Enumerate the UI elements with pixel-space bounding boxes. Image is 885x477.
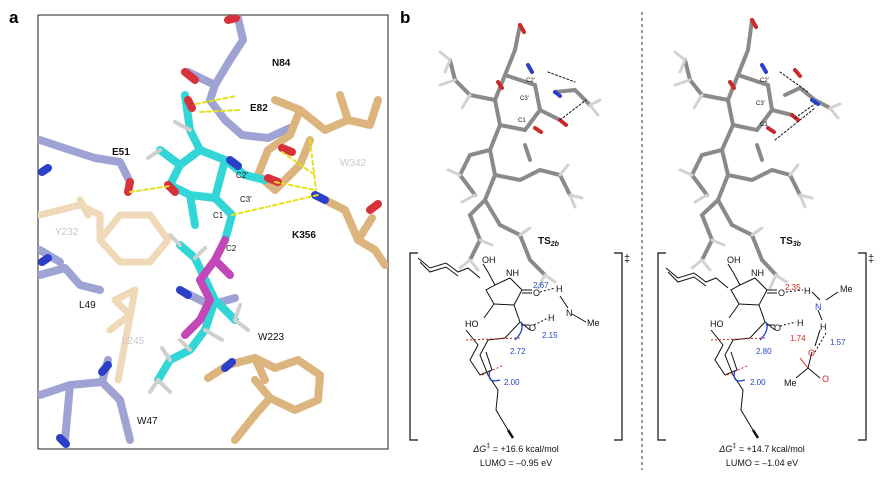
ts3b-dist-bot: 2.00 <box>750 378 766 387</box>
label-k356: K356 <box>292 230 316 241</box>
label-e82: E82 <box>250 103 268 114</box>
ts3b-o1: O <box>778 288 785 298</box>
ts3b-h2: H <box>797 318 804 328</box>
ts2b-o1: O <box>533 288 540 298</box>
ts2b-n: N <box>566 308 573 318</box>
ts3b-3d-c3p: C3' <box>756 101 765 107</box>
ts3b-h3: H <box>820 322 827 332</box>
ts2b-lumo: LUMO = –0.95 eV <box>480 458 552 468</box>
label-y232: Y232 <box>55 227 79 238</box>
ts2b-label: TS2b <box>538 236 560 248</box>
label-l245: L245 <box>122 336 145 347</box>
ts2b-h1: H <box>556 284 563 294</box>
ts2b-3d-c2p: C2' <box>526 78 535 84</box>
panel-b-letter: b <box>400 8 411 27</box>
ts2b-dist-bot: 2.00 <box>504 378 520 387</box>
ts2b-dist-top: 2.67 <box>533 281 549 290</box>
ts2b-dist-c: 2.72 <box>510 347 526 356</box>
hbonds <box>129 95 319 216</box>
ts2b-3d-c3p: C3' <box>520 96 529 102</box>
label-w223: W223 <box>258 332 285 343</box>
ts3b-oh: OH <box>727 255 741 265</box>
ts3b-model <box>673 18 842 290</box>
ts2b-o2: O <box>529 323 536 333</box>
ts2b-dg: ΔG‡ = +16.6 kcal/mol <box>472 443 559 454</box>
ts2b-scheme: ‡ <box>409 252 630 468</box>
ts3b-3d-c1: C1 <box>760 122 768 128</box>
ts2b-model <box>438 23 602 290</box>
ts2b-dist-mid: 2.15 <box>542 331 558 340</box>
oxygen-atoms <box>124 15 382 214</box>
label-n84: N84 <box>272 58 291 69</box>
label-c2: C2 <box>226 244 237 253</box>
ts3b-o3: O <box>808 348 815 358</box>
ts3b-h1: H <box>804 286 811 296</box>
panel-a-letter: a <box>9 8 19 27</box>
ts3b-lumo: LUMO = –1.04 eV <box>726 458 798 468</box>
ts3b-o2: O <box>774 323 781 333</box>
ts3b-dagger: ‡ <box>868 253 874 265</box>
label-c2p: C2' <box>236 171 248 180</box>
ts3b-ho: HO <box>710 319 724 329</box>
panel-a-structure: N84 E82 E51 W342 Y232 K356 L49 L245 W223… <box>37 14 389 450</box>
ts3b-dist-oh: 1.57 <box>830 338 846 347</box>
ts3b-3d-c2p: C2' <box>760 78 769 84</box>
ligand-magenta <box>181 236 234 339</box>
faded-residues <box>38 196 172 384</box>
ts3b-dist-c: 2.80 <box>756 347 772 356</box>
tan-residues <box>204 91 388 444</box>
ts2b-nh: NH <box>506 268 519 278</box>
ts3b-me: Me <box>840 284 853 294</box>
ts3b-o4: O <box>822 374 829 384</box>
ts3b-dist-mid: 1.74 <box>790 334 806 343</box>
ts3b-dg: ΔG‡ = +14.7 kcal/mol <box>718 443 805 454</box>
label-l49: L49 <box>79 300 96 311</box>
ts3b-dist-top: 2.35 <box>785 283 801 292</box>
hydrogen-sticks <box>146 120 250 394</box>
label-e51: E51 <box>112 147 130 158</box>
ts3b-me2: Me <box>784 378 797 388</box>
ts2b-h2: H <box>548 313 555 323</box>
label-c3p: C3' <box>240 195 252 204</box>
label-c1: C1 <box>213 211 224 220</box>
ts2b-oh: OH <box>482 255 496 265</box>
ts2b-ho: HO <box>465 319 479 329</box>
nitrogen-atoms <box>38 156 329 448</box>
ts3b-n: N <box>815 302 822 312</box>
ts3b-label: TS3b <box>780 236 802 248</box>
ts2b-me: Me <box>587 318 600 328</box>
ts3b-scheme: ‡ <box>657 252 874 468</box>
ts3b-nh: NH <box>751 268 764 278</box>
ts2b-dagger: ‡ <box>624 253 630 265</box>
label-w342: W342 <box>340 158 367 169</box>
ts2b-3d-c1: C1 <box>518 118 526 124</box>
label-w47: W47 <box>137 416 158 427</box>
